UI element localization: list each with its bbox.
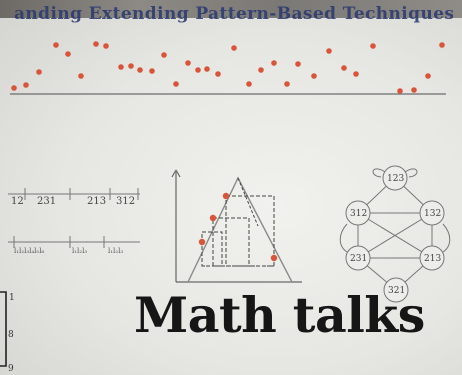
slide-title: anding Extending Pattern-Based Technique… xyxy=(14,4,455,24)
scatter-dot xyxy=(246,81,252,87)
graph-node-label: 312 xyxy=(350,209,367,219)
scatter-dot xyxy=(195,67,201,73)
subscript-group: l₁l₂l₃l₄l₅l₆ xyxy=(14,247,44,255)
matrix-digit: 1 xyxy=(9,293,15,303)
permutation-graph: 123 132 213 321 231 312 xyxy=(339,165,451,303)
scatter-dot xyxy=(353,71,359,77)
scatter-dot xyxy=(128,63,134,69)
scatter-dot xyxy=(271,60,277,66)
scatter-dot xyxy=(137,67,143,73)
scatter-dot xyxy=(311,73,317,79)
scatter-dot xyxy=(439,42,445,48)
graph-node xyxy=(382,165,408,191)
matrix-digit: 8 xyxy=(8,330,14,340)
scatter-dot xyxy=(231,45,237,51)
scatter-dot xyxy=(326,48,332,54)
scatter-dot xyxy=(23,82,29,88)
scatter-dot xyxy=(78,73,84,79)
graph-node xyxy=(383,277,409,303)
triangle-dot xyxy=(209,214,217,222)
graph-node-label: 123 xyxy=(387,174,404,184)
perm-label: 312 xyxy=(116,196,135,207)
perm-label: 213 xyxy=(87,196,106,207)
scatter-dot xyxy=(425,73,431,79)
graph-node-label: 231 xyxy=(350,254,367,264)
perm-label: 12 xyxy=(11,196,24,207)
scatter-dot xyxy=(36,69,42,75)
scatter-dot xyxy=(161,52,167,58)
scatter-dot xyxy=(103,43,109,49)
math-talks-watermark: Math talks xyxy=(134,286,425,344)
scatter-dot xyxy=(370,43,376,49)
scatter-dot xyxy=(118,64,124,70)
graph-node-label: 321 xyxy=(388,286,405,296)
permutation-line: 12 231 213 312 xyxy=(8,188,140,207)
subscript-line: l₁l₂l₃l₄l₅l₆ l₁l₂l₃ l₁l₂l₃ xyxy=(8,236,140,255)
scatter-dot xyxy=(341,65,347,71)
matrix-digit: 9 xyxy=(8,364,14,374)
scatter-dot xyxy=(258,67,264,73)
scatter-dot xyxy=(215,71,221,77)
triangle-dot xyxy=(198,238,206,246)
scatter-dot xyxy=(185,60,191,66)
scatter-dot xyxy=(411,87,417,93)
scatter-dot xyxy=(295,61,301,67)
scatter-dot xyxy=(173,81,179,87)
scatter-dot xyxy=(204,66,210,72)
graph-node-label: 213 xyxy=(424,254,441,264)
graph-node xyxy=(345,200,371,226)
graph-node-label: 132 xyxy=(424,209,441,219)
graph-node xyxy=(419,245,445,271)
scatter-dot xyxy=(53,42,59,48)
triangle-dot xyxy=(222,192,230,200)
scatter-dot xyxy=(11,85,17,91)
perm-label: 231 xyxy=(37,196,56,207)
scatter-dot xyxy=(65,51,71,57)
graph-node xyxy=(345,245,371,271)
scatter-dot xyxy=(397,88,403,94)
top-photo-strip xyxy=(0,0,462,18)
subscript-group: l₁l₂l₃ xyxy=(108,247,123,255)
subscript-group: l₁l₂l₃ xyxy=(72,247,87,255)
scatter-dots xyxy=(11,41,445,94)
scatter-dot xyxy=(284,81,290,87)
triangle-dot xyxy=(270,254,278,262)
scatter-dot xyxy=(93,41,99,47)
triangle-diagram xyxy=(171,169,302,283)
scatter-dot xyxy=(149,68,155,74)
graph-node xyxy=(419,200,445,226)
matrix-fragment: 1 8 9 xyxy=(0,291,15,374)
